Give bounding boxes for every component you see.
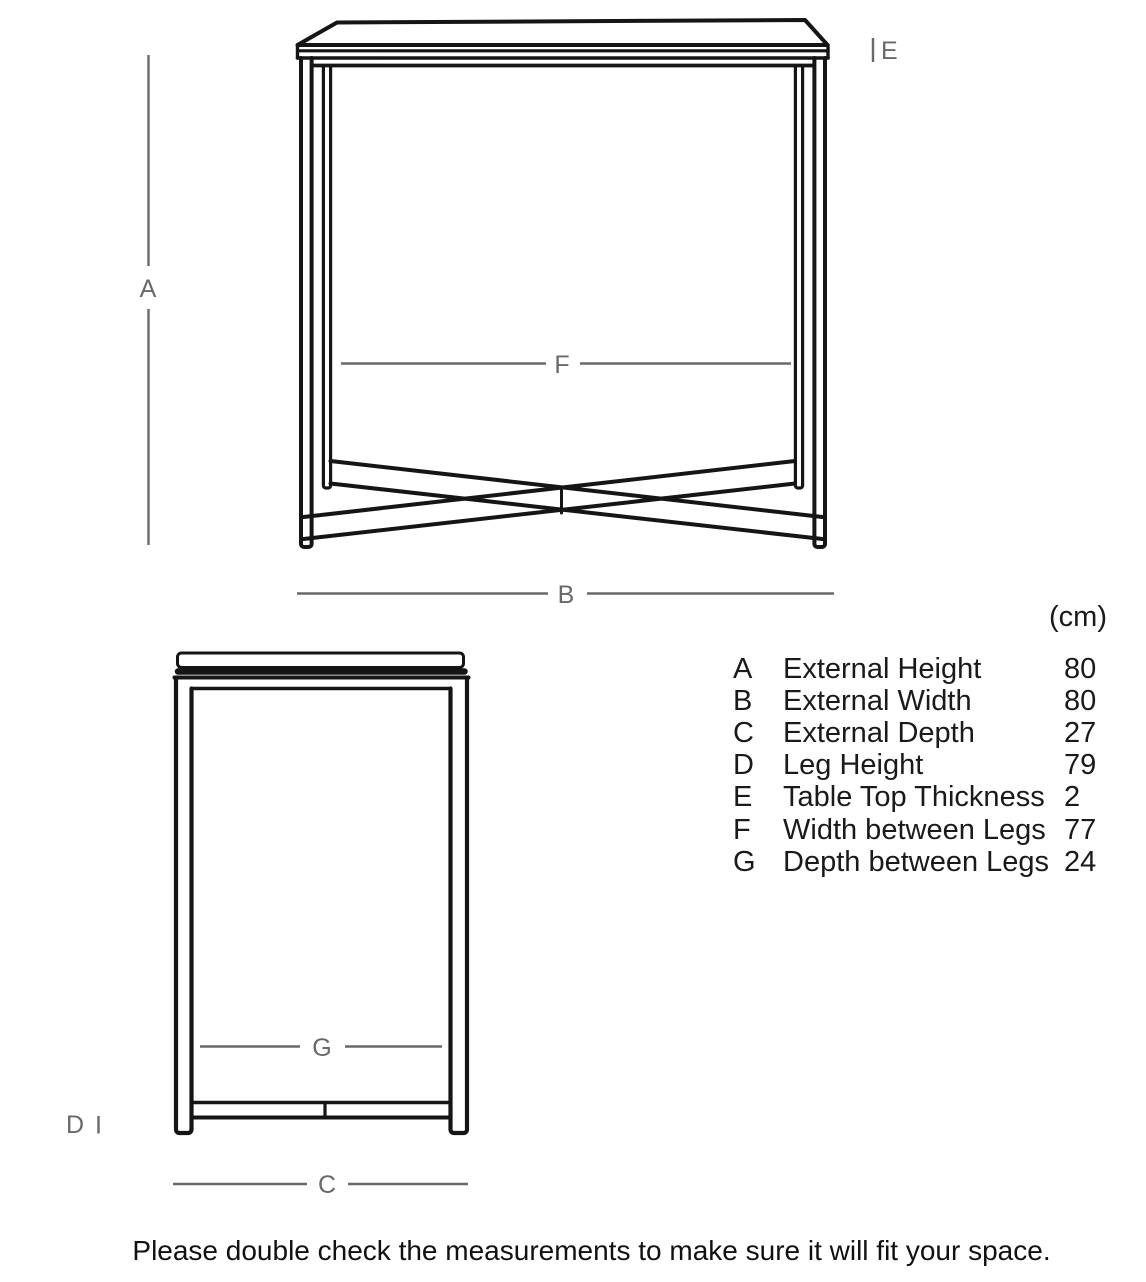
legend-value: 80 [1064, 684, 1097, 717]
dim-label-c: C [318, 1171, 336, 1199]
legend-letter: G [733, 845, 756, 878]
side-table-top [176, 651, 465, 669]
table-top-edge [295, 43, 830, 60]
table-top-surface [295, 18, 830, 47]
dimension-f: F [341, 351, 791, 379]
front-view: A E F B [140, 18, 898, 609]
dim-label-g: G [312, 1034, 331, 1062]
dim-label-b: B [558, 581, 575, 609]
legend-value: 80 [1064, 652, 1097, 685]
legend-value: 79 [1064, 749, 1097, 782]
dimension-b: B [297, 581, 834, 609]
dim-label-a: A [140, 275, 157, 303]
legend-row-c: C External Depth 27 [733, 717, 1124, 749]
legend-letter: E [733, 781, 753, 814]
dim-label-f: F [554, 351, 569, 379]
dim-label-d: D [66, 1111, 84, 1139]
side-right-leg [448, 675, 470, 1136]
legend-unit: (cm) [1049, 601, 1107, 633]
legend-name: External Width [783, 684, 972, 717]
back-left-leg [321, 65, 333, 490]
legend-name: Leg Height [783, 749, 924, 782]
cross-stretcher [301, 459, 825, 541]
legend-value: 24 [1064, 845, 1097, 878]
side-left-leg [173, 675, 194, 1136]
legend-value: 77 [1064, 813, 1097, 846]
dim-label-e: E [881, 37, 898, 65]
dimension-a: A [140, 55, 157, 545]
legend-letter: D [733, 749, 754, 782]
legend-name: Depth between Legs [783, 845, 1050, 878]
dimension-c: C [173, 1171, 468, 1199]
back-right-leg [793, 65, 805, 490]
legend-name: External Depth [783, 716, 975, 749]
front-right-leg [812, 56, 827, 549]
legend-row-a: A External Height 80 [733, 653, 1124, 685]
legend-row-b: B External Width 80 [733, 685, 1124, 717]
legend-row-e: E Table Top Thickness 2 [733, 781, 1124, 814]
side-stretcher [191, 1100, 451, 1120]
legend-row-g: G Depth between Legs 24 [733, 846, 1124, 878]
legend-name: Table Top Thickness [783, 781, 1045, 814]
legend-letter: B [733, 684, 753, 717]
dimensions-legend: A External Height 80 B External Width 80… [733, 653, 1124, 878]
legend-name: External Height [783, 652, 982, 685]
legend-row-f: F Width between Legs 77 [733, 814, 1124, 846]
legend-letter: A [733, 652, 753, 685]
footer-note: Please double check the measurements to … [132, 1235, 1051, 1266]
dimension-g: G [200, 1034, 442, 1062]
legend-letter: C [733, 716, 754, 749]
legend-value: 27 [1064, 716, 1097, 749]
legend-name: Width between Legs [783, 813, 1046, 846]
legend-letter: F [733, 813, 751, 846]
side-view: G D C [66, 651, 471, 1199]
front-left-leg [299, 56, 314, 549]
legend-value: 2 [1064, 781, 1081, 814]
dimension-e: E [871, 37, 898, 65]
legend-row-d: D Leg Height 79 [733, 749, 1124, 782]
dimension-d: D [66, 1111, 100, 1139]
